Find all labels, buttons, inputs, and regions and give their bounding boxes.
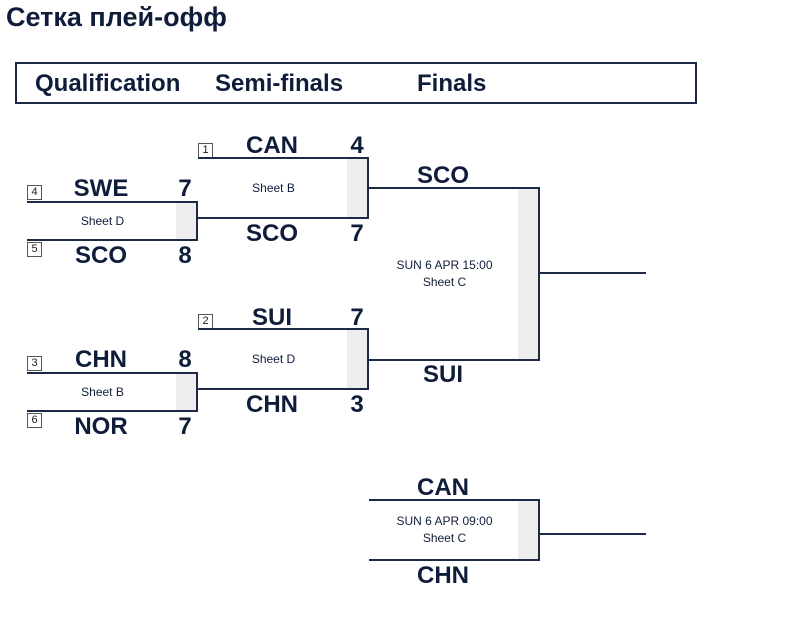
- winner-line: [540, 533, 646, 535]
- sheet-label: Sheet D: [251, 351, 296, 366]
- team-name: SUI: [251, 304, 292, 331]
- seed-badge: 2: [198, 314, 213, 329]
- round-qualification: Qualification: [35, 70, 181, 97]
- team-name: SUI: [422, 361, 463, 388]
- round-semifinals: Semi-finals: [215, 70, 344, 97]
- sheet-label: Sheet C: [422, 531, 467, 545]
- match-box: Sheet D: [198, 328, 369, 390]
- team-name: CHN: [75, 346, 127, 373]
- team-score: 7: [350, 220, 364, 247]
- match-box-shade: [518, 189, 538, 359]
- seed-badge: 6: [27, 413, 42, 428]
- team-name: CAN: [246, 132, 298, 159]
- match-box-shade: [347, 330, 367, 388]
- team-score: 4: [350, 132, 364, 159]
- team-score: 7: [178, 175, 192, 202]
- seed-badge: 5: [27, 242, 42, 257]
- team-name: CHN: [417, 562, 469, 589]
- match-box: SUN 6 APR 09:00 Sheet C: [369, 499, 540, 561]
- team-name: SCO: [245, 220, 298, 247]
- team-name: SCO: [74, 242, 127, 269]
- team-name: CAN: [417, 474, 469, 501]
- sheet-label: Sheet D: [80, 213, 125, 228]
- sheet-label: Sheet C: [422, 275, 467, 289]
- seed-badge: 3: [27, 356, 42, 371]
- match-box: Sheet B: [198, 157, 369, 219]
- match-box-shade: [176, 374, 196, 410]
- team-name: NOR: [74, 413, 128, 440]
- team-score: 8: [178, 346, 192, 373]
- team-score: 7: [178, 413, 192, 440]
- team-score: 7: [350, 304, 364, 331]
- match-datetime: SUN 6 APR 09:00: [396, 514, 493, 528]
- match-box: Sheet B: [27, 372, 198, 412]
- sheet-label: Sheet B: [252, 180, 295, 195]
- sheet-label: Sheet B: [81, 384, 124, 399]
- team-name: SWE: [73, 175, 129, 202]
- round-header: Qualification Semi-finals Finals: [15, 62, 697, 104]
- match-box: SUN 6 APR 15:00 Sheet C: [369, 187, 540, 361]
- seed-badge: 4: [27, 185, 42, 200]
- team-score: 3: [350, 391, 364, 418]
- match-box-shade: [518, 501, 538, 559]
- winner-line: [540, 272, 646, 274]
- round-finals: Finals: [417, 70, 487, 97]
- team-score: 8: [178, 242, 192, 269]
- page-title: Сетка плей-офф: [6, 2, 227, 32]
- match-datetime: SUN 6 APR 15:00: [396, 258, 493, 272]
- team-name: CHN: [246, 391, 298, 418]
- match-box: Sheet D: [27, 201, 198, 241]
- team-name: SCO: [416, 162, 469, 189]
- seed-badge: 1: [198, 143, 213, 158]
- match-box-shade: [176, 203, 196, 239]
- match-box-shade: [347, 159, 367, 217]
